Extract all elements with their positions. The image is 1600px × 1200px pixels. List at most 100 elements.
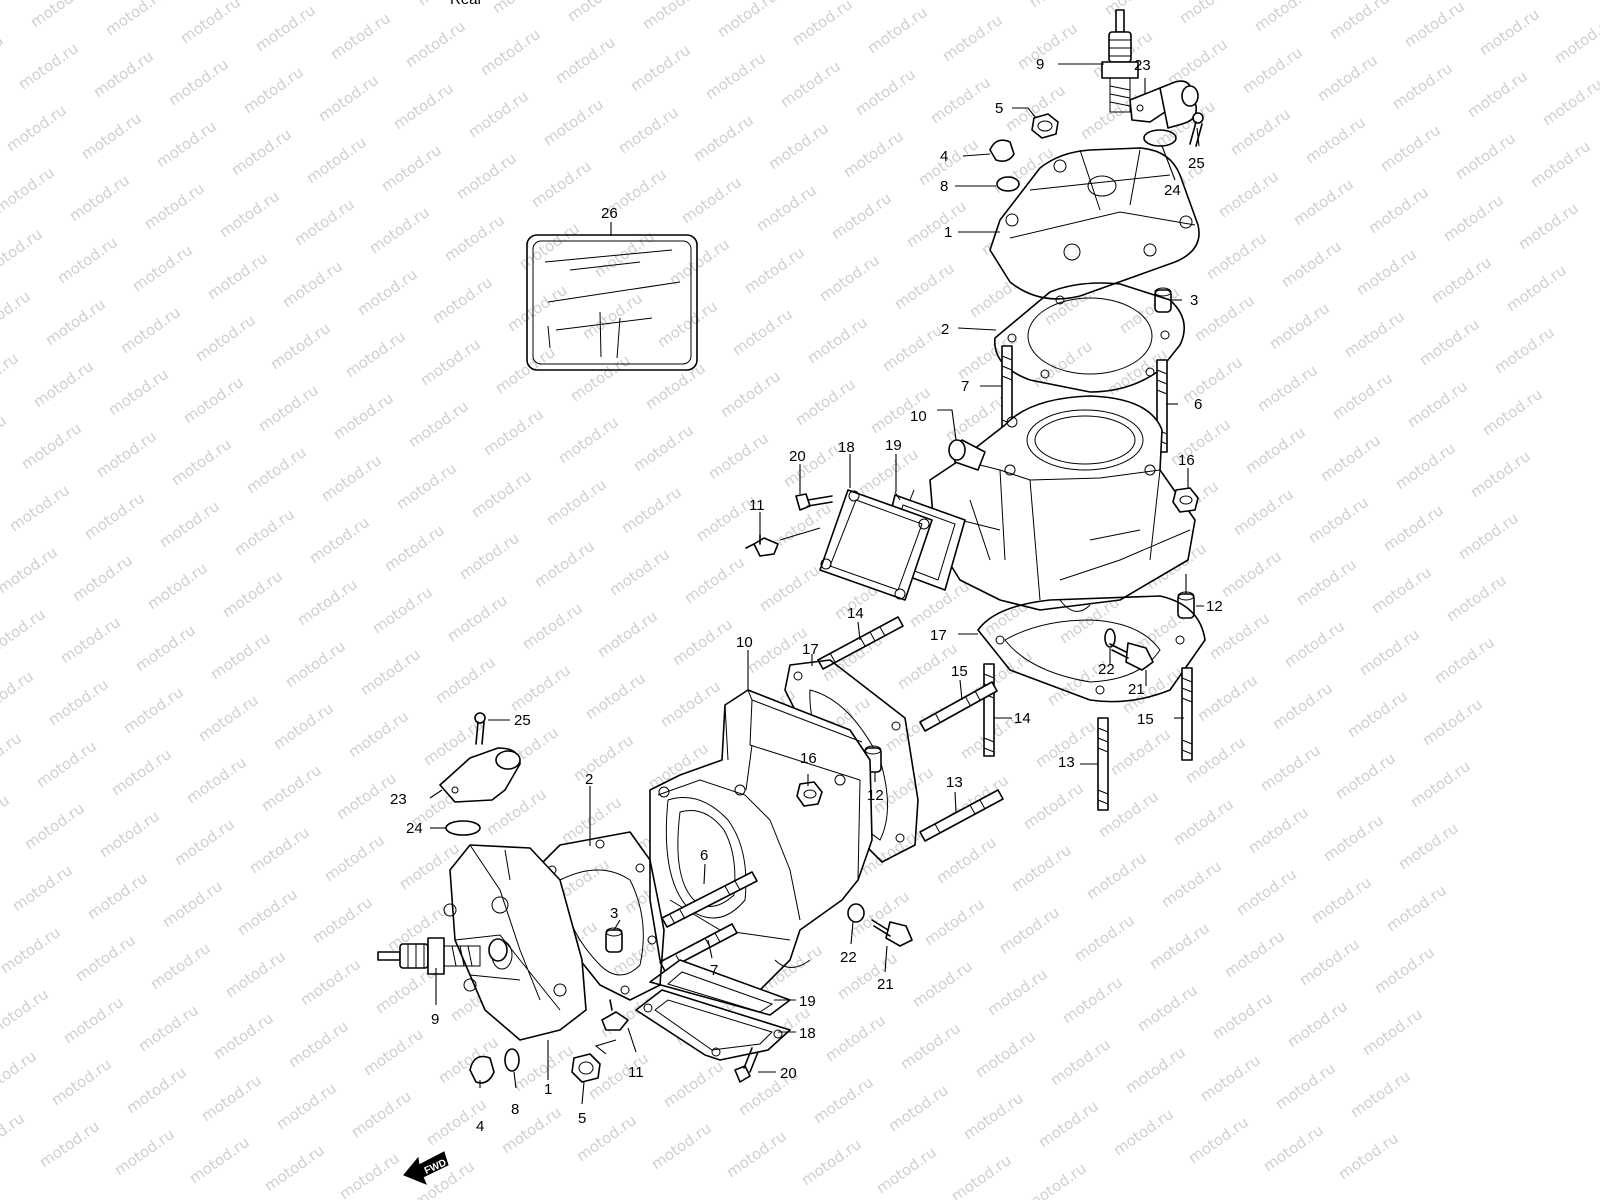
nozzle-11-rear — [745, 534, 779, 557]
watermark-tile: motod.ru — [1455, 509, 1522, 563]
callout-10-rear: 10 — [910, 408, 927, 425]
callout-9-rear: 9 — [1036, 56, 1044, 73]
watermark-tile: motod.ru — [45, 675, 112, 729]
watermark-tile: motod.ru — [171, 815, 238, 869]
watermark-tile: motod.ru — [1209, 989, 1276, 1043]
watermark-tile: motod.ru — [327, 9, 394, 63]
watermark-tile: motod.ru — [477, 25, 544, 79]
stud-15-front — [919, 681, 998, 732]
watermark-tile: motod.ru — [678, 173, 745, 227]
watermark-tile: motod.ru — [48, 1055, 115, 1109]
watermark-tile: motod.ru — [69, 551, 136, 605]
watermark-tile: motod.ru — [1110, 1105, 1177, 1159]
cap-nut-4-front — [469, 1055, 495, 1084]
watermark-tile: motod.ru — [1101, 0, 1168, 19]
watermark-tile: motod.ru — [1257, 741, 1324, 795]
watermark-tile: motod.ru — [285, 1017, 352, 1071]
watermark-tile: motod.ru — [594, 607, 661, 661]
water-outlet-elbow-rear — [1129, 80, 1199, 129]
watermark-tile: motod.ru — [528, 157, 595, 211]
watermark-tile: motod.ru — [258, 761, 325, 815]
watermark-tile: motod.ru — [273, 1079, 340, 1133]
watermark-tile: motod.ru — [531, 537, 598, 591]
watermark-tile: motod.ru — [480, 405, 547, 459]
nozzle-11-front — [601, 999, 629, 1031]
watermark-tile: motod.ru — [318, 451, 385, 505]
watermark-tile: motod.ru — [1278, 237, 1345, 291]
callout-7-rear: 7 — [961, 378, 969, 395]
watermark-tile: motod.ru — [1194, 671, 1261, 725]
watermark-tile: motod.ru — [1251, 0, 1318, 35]
watermark-tile: motod.ru — [18, 419, 85, 473]
watermark-tile: motod.ru — [717, 367, 784, 421]
gasket-set-package — [526, 222, 698, 371]
watermark-tile: motod.ru — [123, 1063, 190, 1117]
watermark-tile: motod.ru — [1440, 191, 1507, 245]
watermark-tile: motod.ru — [933, 833, 1000, 887]
callout-18-front: 18 — [799, 1025, 816, 1042]
o-ring-rear — [1143, 129, 1177, 147]
stud-13-rear — [1097, 717, 1109, 811]
callout-3-rear: 3 — [1190, 292, 1198, 309]
watermark-tile: motod.ru — [873, 1143, 940, 1197]
watermark-tile: motod.ru — [303, 133, 370, 187]
watermark-tile: motod.ru — [165, 55, 232, 109]
watermark-tile: motod.ru — [1179, 353, 1246, 407]
callout-4-front: 4 — [476, 1118, 484, 1135]
callout-25-front: 25 — [514, 712, 531, 729]
watermark-tile: motod.ru — [120, 683, 187, 737]
watermark-tile: motod.ru — [1293, 555, 1360, 609]
watermark-tile: motod.ru — [234, 885, 301, 939]
watermark-tile: motod.ru — [1539, 75, 1600, 129]
watermark-tile: motod.ru — [792, 375, 859, 429]
watermark-tile: motod.ru — [1230, 485, 1297, 539]
watermark-tile: motod.ru — [639, 0, 706, 33]
watermark-tile: motod.ru — [153, 117, 220, 171]
watermark-tile: motod.ru — [828, 189, 895, 243]
flange-bolt-21-front — [871, 919, 913, 947]
watermark-tile: motod.ru — [1023, 1159, 1090, 1200]
watermark-tile: motod.ru — [198, 1071, 265, 1125]
watermark-tile: motod.ru — [1029, 337, 1096, 391]
watermark-tile: motod.ru — [429, 273, 496, 327]
callout-14-rear: 14 — [1014, 710, 1031, 727]
stud-14-rear — [983, 663, 995, 757]
watermark-tile: motod.ru — [498, 1103, 565, 1157]
rear-cylinder-assembly — [745, 9, 1206, 811]
watermark-tile: motod.ru — [1266, 299, 1333, 353]
watermark-tile: motod.ru — [204, 249, 271, 303]
watermark-tile: motod.ru — [756, 561, 823, 615]
watermark-tile: motod.ru — [183, 753, 250, 807]
callout-24-front: 24 — [406, 820, 423, 837]
watermark-tile: motod.ru — [1365, 183, 1432, 237]
watermark-tile: motod.ru — [927, 73, 994, 127]
callout-11-front: 11 — [628, 1064, 644, 1081]
watermark-tile: motod.ru — [231, 505, 298, 559]
spark-plug-rear — [1101, 9, 1139, 113]
watermark-tile: motod.ru — [1305, 493, 1372, 547]
stud-14-front — [817, 616, 904, 670]
watermark-tile: motod.ru — [3, 101, 70, 155]
watermark-tile: motod.ru — [66, 171, 133, 225]
watermark-tile: motod.ru — [390, 79, 457, 133]
watermark-tile: motod.ru — [705, 429, 772, 483]
watermark-tile: motod.ru — [441, 211, 508, 265]
o-ring-front — [445, 820, 481, 836]
watermark-tile: motod.ru — [753, 181, 820, 235]
watermark-tile: motod.ru — [369, 583, 436, 637]
watermark-tile: motod.ru — [1335, 1129, 1402, 1183]
watermark-tile: motod.ru — [108, 745, 175, 799]
watermark-tile: motod.ru — [144, 559, 211, 613]
watermark-tile: motod.ru — [1215, 167, 1282, 221]
watermark-tile: motod.ru — [660, 1057, 727, 1111]
callout-6-front: 6 — [700, 847, 708, 864]
watermark-tile: motod.ru — [669, 615, 736, 669]
watermark-tile: motod.ru — [147, 939, 214, 993]
callout-23-rear: 23 — [1134, 57, 1151, 74]
watermark-tile: motod.ru — [1203, 229, 1270, 283]
watermark-tile: motod.ru — [453, 149, 520, 203]
callout-21-rear: 21 — [1128, 681, 1145, 698]
watermark-tile: motod.ru — [1302, 113, 1369, 167]
callout-6-rear: 6 — [1194, 396, 1202, 413]
watermark-tile: motod.ru — [1389, 59, 1456, 113]
